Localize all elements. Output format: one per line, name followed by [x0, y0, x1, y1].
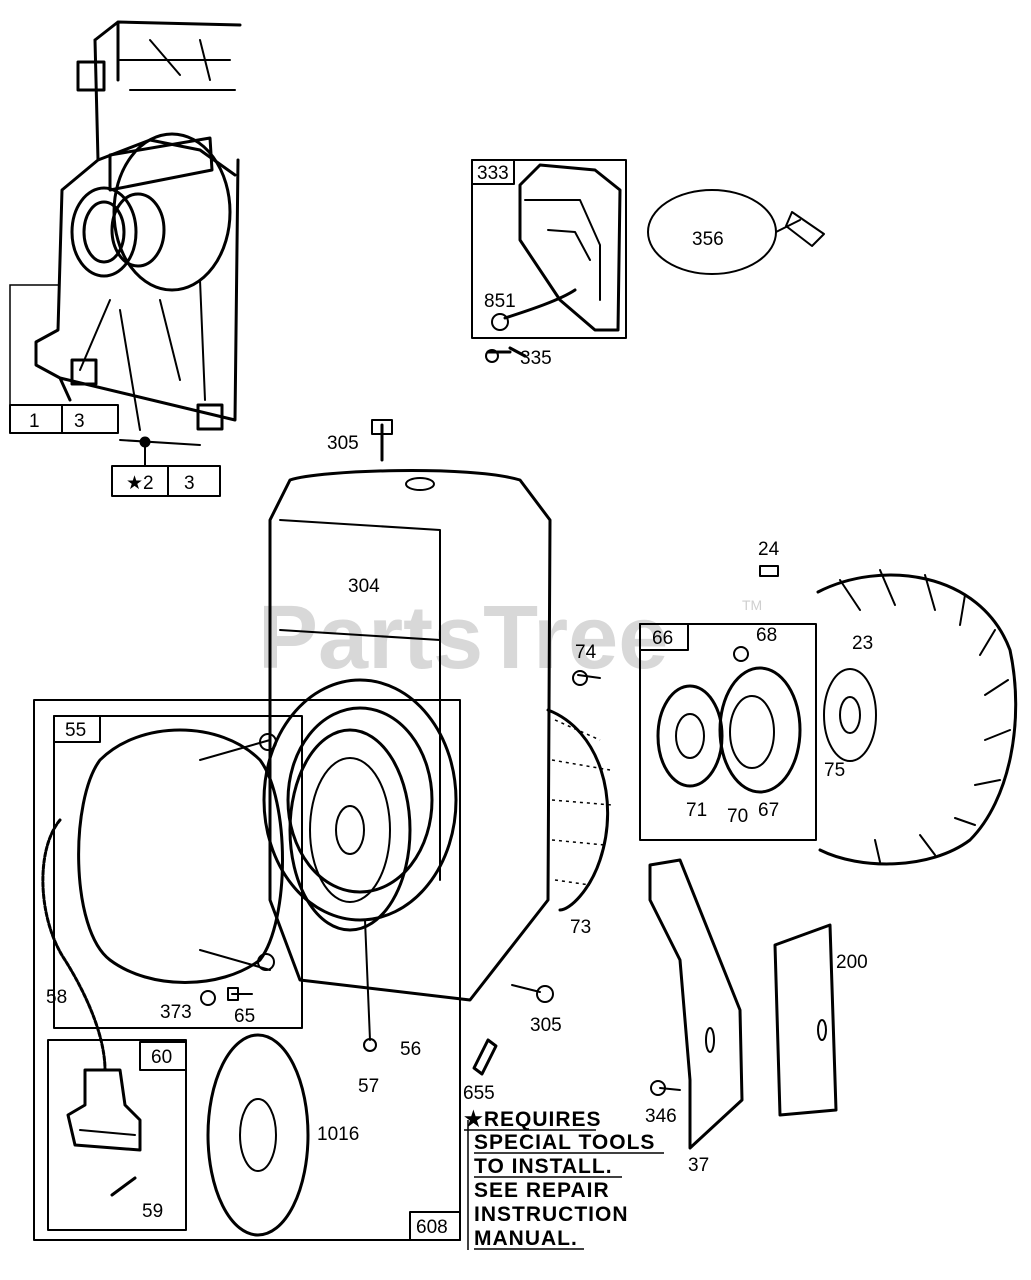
callout-71: 71 [686, 800, 707, 821]
callout-3b: 3 [184, 473, 195, 494]
rewind-starter-box [33, 699, 461, 1241]
callout-box-3a[interactable] [61, 404, 119, 434]
spring-57[interactable] [363, 919, 377, 1052]
cover-200[interactable] [773, 923, 838, 1117]
air-guide-37[interactable] [648, 858, 744, 1150]
callout-1: 1 [29, 411, 40, 432]
callout-67: 67 [758, 800, 779, 821]
callout-73: 73 [570, 917, 591, 938]
note-line-1: ★REQUIRES [464, 1108, 602, 1131]
handle-box [47, 1039, 187, 1231]
callout-56: 56 [400, 1039, 421, 1060]
callout-75: 75 [824, 760, 845, 781]
callout-68: 68 [756, 625, 777, 646]
callout-24: 24 [758, 539, 780, 560]
callout-59: 59 [142, 1201, 163, 1222]
callout-346: 346 [645, 1106, 677, 1127]
callout-box-55[interactable] [53, 715, 101, 743]
washer-1016[interactable] [206, 1033, 310, 1237]
callout-60: 60 [151, 1047, 172, 1068]
watermark: PartsTree [258, 588, 668, 688]
callout-58: 58 [46, 987, 67, 1008]
starter-clutch-parts[interactable] [656, 666, 802, 794]
nut-373[interactable] [200, 990, 216, 1006]
clip-655[interactable] [472, 1038, 498, 1076]
callout-356: 356 [692, 229, 724, 250]
leader-1 [9, 284, 60, 405]
starter-assembly-box [53, 715, 303, 1029]
insert-59[interactable] [110, 1176, 137, 1197]
callout-2: ★2 [126, 473, 154, 494]
callout-74: 74 [575, 642, 597, 663]
callout-3a: 3 [74, 411, 85, 432]
key-24[interactable] [759, 565, 779, 577]
note-line-6: MANUAL. [474, 1227, 578, 1250]
screw-346[interactable] [650, 1080, 681, 1096]
note-underlines [464, 1129, 664, 1250]
rotating-screen-73[interactable] [546, 708, 613, 912]
callout-1016: 1016 [317, 1124, 359, 1145]
screw-305b[interactable] [511, 984, 554, 1003]
blower-housing-304[interactable] [262, 469, 552, 1002]
watermark-tm: TM [742, 597, 762, 613]
callout-66: 66 [652, 628, 673, 649]
callout-37: 37 [688, 1155, 709, 1176]
screw-74[interactable] [572, 670, 601, 686]
callout-box-66[interactable] [639, 623, 689, 651]
armature-part[interactable] [491, 163, 622, 332]
note-line-5: INSTRUCTION [474, 1203, 629, 1226]
screw-335[interactable] [485, 346, 527, 363]
callout-851: 851 [484, 291, 516, 312]
callout-200: 200 [836, 952, 868, 973]
crankcase-part[interactable] [34, 20, 242, 466]
callout-335: 335 [520, 348, 552, 369]
callout-608: 608 [416, 1217, 448, 1238]
rope-58[interactable] [41, 818, 107, 1072]
screw-65[interactable] [227, 987, 253, 1001]
callout-70: 70 [727, 806, 748, 827]
note-line-2: SPECIAL TOOLS [474, 1131, 655, 1154]
callout-305a: 305 [327, 433, 359, 454]
starter-clutch-box [639, 623, 817, 841]
callout-box-333[interactable] [471, 159, 515, 185]
callout-57: 57 [358, 1076, 379, 1097]
screw-305a[interactable] [371, 419, 393, 462]
callout-305b: 305 [530, 1015, 562, 1036]
note-line-3: TO INSTALL. [474, 1155, 613, 1178]
callout-23: 23 [852, 633, 873, 654]
flywheel-23[interactable] [816, 569, 1018, 866]
pulley-56[interactable] [288, 728, 412, 932]
note-line-4: SEE REPAIR [474, 1179, 610, 1202]
starter-housing-55[interactable] [77, 728, 284, 984]
callout-box-608[interactable] [409, 1211, 461, 1241]
callout-box-3b[interactable] [167, 465, 221, 497]
callout-65: 65 [234, 1006, 255, 1027]
armature-box [471, 159, 627, 339]
starter-handle-60[interactable] [66, 1068, 142, 1152]
callout-box-60[interactable] [139, 1041, 187, 1071]
callout-655: 655 [463, 1083, 495, 1104]
callout-304: 304 [348, 576, 380, 597]
callout-333: 333 [477, 163, 509, 184]
callout-55: 55 [65, 720, 86, 741]
ground-wire-356[interactable] [647, 189, 825, 275]
ball-68[interactable] [733, 646, 749, 662]
callout-373: 373 [160, 1002, 192, 1023]
